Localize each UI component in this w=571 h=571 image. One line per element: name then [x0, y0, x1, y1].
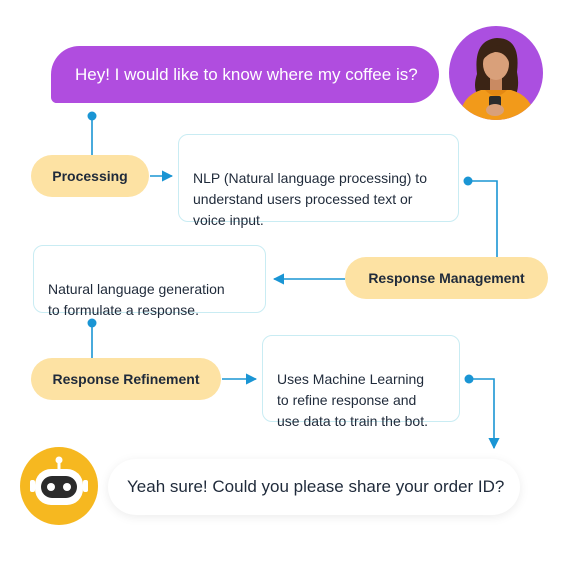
connector-dot	[87, 318, 97, 328]
nlp-description: NLP (Natural language processing) to und…	[193, 170, 427, 228]
connector-dot	[463, 176, 473, 186]
response-refinement-step: Response Refinement	[31, 358, 221, 400]
bot-message-bubble: Yeah sure! Could you please share your o…	[108, 459, 520, 515]
bot-message-text: Yeah sure! Could you please share your o…	[127, 477, 505, 496]
response-management-label: Response Management	[368, 270, 525, 286]
connector-dot	[87, 111, 97, 121]
response-management-step: Response Management	[345, 257, 548, 299]
response-refinement-label: Response Refinement	[52, 371, 200, 387]
processing-step: Processing	[31, 155, 149, 197]
connector-nlp-to-management	[468, 180, 498, 258]
nlp-card: NLP (Natural language processing) to und…	[178, 134, 459, 228]
user-message-bubble: Hey! I would like to know where my coffe…	[51, 46, 439, 103]
ml-description: Uses Machine Learning to refine response…	[277, 371, 428, 429]
nlg-description: Natural language generation to formulate…	[48, 281, 225, 318]
connector-dot	[464, 374, 474, 384]
user-message-text: Hey! I would like to know where my coffe…	[75, 64, 418, 84]
robot-avatar-icon	[20, 447, 98, 525]
connector-ml-to-bot	[469, 378, 500, 450]
person-avatar-icon	[449, 26, 543, 120]
nlg-card: Natural language generation to formulate…	[33, 245, 266, 318]
processing-label: Processing	[52, 168, 128, 184]
ml-card: Uses Machine Learning to refine response…	[262, 335, 460, 429]
